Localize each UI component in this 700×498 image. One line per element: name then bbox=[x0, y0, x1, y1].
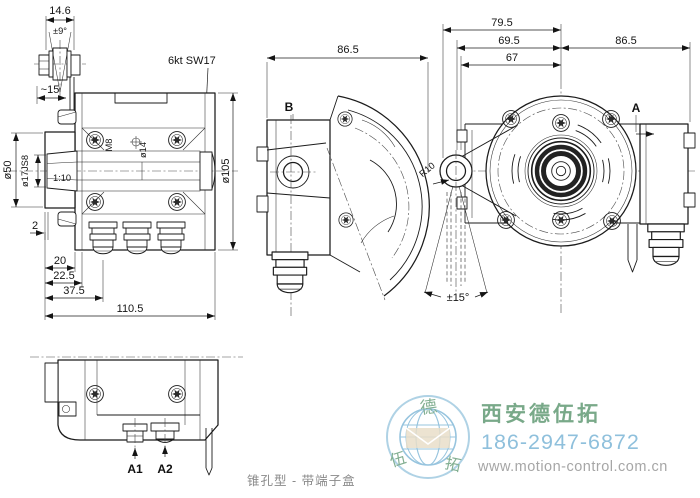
view-side-b: 86.5 B bbox=[256, 44, 430, 318]
watermark-company: 西安德伍拓 bbox=[481, 403, 601, 426]
dim-d14: ø14 bbox=[138, 142, 148, 158]
dim-22-5: 22.5 bbox=[53, 270, 74, 282]
dim-m8: M8 bbox=[104, 139, 114, 152]
view-bottom: A1 A2 bbox=[30, 356, 243, 476]
dim-20: 20 bbox=[54, 255, 66, 267]
dim-taper: 1:10 bbox=[53, 173, 71, 183]
dim-swing-15: ±15° bbox=[447, 292, 470, 304]
dim-d105: ø105 bbox=[220, 158, 232, 183]
watermark-phone: 186-2947-6872 bbox=[481, 430, 640, 454]
label-hex-sw17: 6kt SW17 bbox=[168, 55, 216, 67]
watermark-website: www.motion-control.com.cn bbox=[478, 459, 668, 475]
watermark-logo: 德 伍 拓 bbox=[386, 395, 470, 479]
label-view-a: A bbox=[632, 101, 641, 115]
dim-d17js8: ø17JS8 bbox=[20, 155, 30, 187]
dim-d50: ø50 bbox=[2, 161, 14, 180]
dim-79-5: 79.5 bbox=[491, 17, 512, 29]
dim-110-5: 110.5 bbox=[117, 303, 144, 315]
dim-67: 67 bbox=[506, 52, 518, 64]
view-rear-a: 79.5 69.5 86.5 67 bbox=[417, 17, 697, 315]
dim-coupling-angle: ±9° bbox=[53, 26, 67, 36]
dim-side-86-5: 86.5 bbox=[337, 44, 358, 56]
dim-69-5: 69.5 bbox=[498, 35, 519, 47]
logo-char-right: 拓 bbox=[443, 454, 462, 475]
drawing-caption: 锥孔型 - 带端子盒 bbox=[247, 474, 356, 488]
dim-37-5: 37.5 bbox=[63, 285, 84, 297]
dim-approx15: ~15 bbox=[41, 84, 60, 96]
envelope-icon bbox=[406, 428, 450, 448]
label-gland-a1: A1 bbox=[127, 462, 143, 476]
view-front-section: 14.6 ±9° ~15 6kt SW17 bbox=[2, 5, 238, 320]
logo-char-left: 伍 bbox=[388, 449, 409, 471]
label-view-b: B bbox=[285, 100, 294, 114]
logo-char-top: 德 bbox=[419, 397, 438, 418]
dim-rear-86-5: 86.5 bbox=[615, 35, 636, 47]
dim-two: 2 bbox=[32, 220, 38, 232]
dim-coupling-width: 14.6 bbox=[49, 5, 70, 17]
label-gland-a2: A2 bbox=[157, 462, 173, 476]
